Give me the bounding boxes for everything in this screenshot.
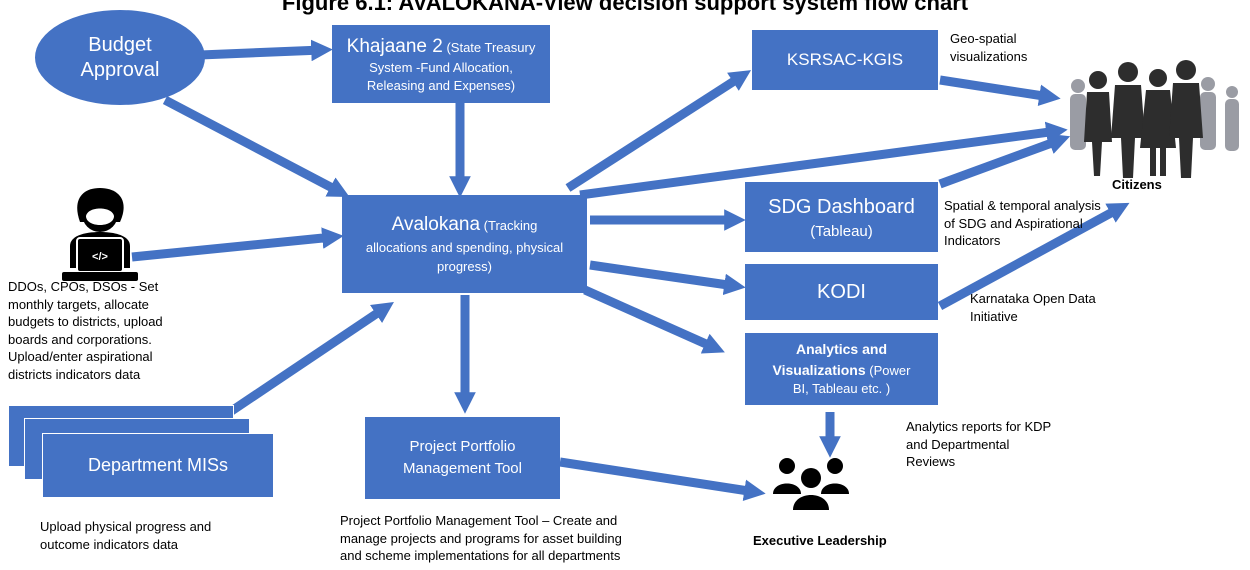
analytics-node: Analytics and Visualizations (Power BI, …: [745, 333, 938, 405]
avalokana-desc-part3: progress): [437, 258, 492, 274]
arrow-ksrsac-to-citizens: [939, 75, 1061, 107]
arrow-avalokana-to-ksrsac: [565, 70, 752, 192]
ppm-line1: Project Portfolio: [409, 437, 516, 455]
analytics-sub-part2: BI, Tableau etc. ): [792, 381, 891, 397]
ppm-tool-node: Project Portfolio Management Tool: [365, 417, 560, 499]
budget-approval-line2: Approval: [80, 58, 160, 81]
sdg-note-line: Spatial & temporal analysis: [944, 198, 1101, 213]
sdg-dashboard-name: SDG Dashboard: [768, 195, 915, 218]
arrow-budget-to-khajaane: [199, 39, 333, 62]
arrow-sdg-to-citizens: [938, 133, 1071, 189]
ddo-note-line: DDOs, CPOs, DSOs - Set: [8, 279, 159, 294]
sdg-note-line: Indicators: [944, 233, 1001, 249]
budget-approval-line1: Budget: [88, 33, 152, 56]
arrow-avalokana-to-citizens: [579, 121, 1068, 200]
ksrsac-kgis-name: KSRSAC-KGIS: [786, 49, 904, 69]
arrow-developer-to-avalokana: [131, 227, 344, 262]
figure-title: Figure 6.1: AVALOKANA-View decision supp…: [281, 0, 969, 15]
svg-text:</>: </>: [92, 251, 108, 263]
kodi-node: KODI: [745, 264, 938, 320]
avalokana-name: Avalokana: [391, 214, 481, 236]
ppm-line2: Management Tool: [403, 460, 522, 477]
dept-upload-line: outcome indicators data: [40, 536, 179, 552]
arrow-ppm-to-executive: [559, 457, 766, 502]
ddo-note: DDOs, CPOs, DSOs - Set monthly targets, …: [8, 278, 163, 383]
sdg-analysis-note: Spatial & temporal analysis of SDG and A…: [944, 197, 1144, 250]
arrow-budget-to-avalokana: [162, 96, 350, 198]
ddo-note-line: districts indicators data: [8, 366, 141, 382]
sdg-note-line: of SDG and Aspirational: [944, 215, 1083, 231]
ddo-note-line: budgets to districts, upload: [8, 314, 163, 330]
sdg-dashboard-sub: (Tableau): [810, 222, 873, 240]
analytics-reports-line: Reviews: [906, 454, 956, 470]
sdg-dashboard-node: SDG Dashboard (Tableau): [745, 182, 938, 252]
analytics-name-line1: Analytics and: [795, 340, 887, 357]
khajaane-name: Khajaane 2: [346, 35, 443, 57]
khajaane-desc-part3: Releasing and Expenses): [366, 77, 516, 93]
ppm-description-note: Project Portfolio Management Tool – Crea…: [340, 512, 622, 565]
ddo-note-line: boards and corporations.: [8, 331, 152, 347]
arrow-kodi-to-citizens: [937, 202, 1130, 310]
ppm-desc-line: manage projects and programs for asset b…: [340, 530, 622, 546]
avalokana-desc-part2: allocations and spending, physical: [365, 239, 564, 255]
arrow-avalokana-to-analytics: [583, 285, 725, 354]
ddo-note-line: monthly targets, allocate: [8, 296, 149, 312]
ppm-desc-line: and scheme implementations for all depar…: [340, 548, 621, 564]
analytics-sub-part1: (Power: [869, 362, 911, 378]
analytics-reports-line: and Departmental: [906, 436, 1010, 452]
arrow-mis-to-avalokana: [227, 301, 394, 416]
executive-leadership-label: Executive Leadership: [753, 533, 887, 548]
analytics-reports-line: Analytics reports for KDP: [906, 419, 1052, 434]
dept-upload-note: Upload physical progress and outcome ind…: [40, 518, 211, 553]
geo-note-line: visualizations: [950, 48, 1028, 64]
geo-spatial-note: Geo-spatial visualizations: [950, 30, 1027, 65]
dept-mis-node: Department MISs: [42, 433, 274, 498]
ddo-note-line: Upload/enter aspirational: [8, 349, 153, 365]
kodi-note-line: Initiative: [970, 308, 1018, 324]
kodi-full-note: Karnataka Open Data Initiative: [970, 290, 1096, 325]
analytics-reports-note: Analytics reports for KDP and Department…: [906, 418, 1051, 471]
geo-note-line: Geo-spatial: [950, 31, 1017, 46]
dept-mis-name: Department MISs: [87, 455, 229, 475]
analytics-name-line2: Visualizations: [772, 361, 866, 378]
dept-upload-line: Upload physical progress and: [40, 519, 212, 534]
khajaane-node: Khajaane 2 (State Treasury System -Fund …: [332, 25, 550, 103]
ksrsac-kgis-node: KSRSAC-KGIS: [752, 30, 938, 90]
avalokana-node: Avalokana (Tracking allocations and spen…: [342, 195, 587, 293]
kodi-note-line: Karnataka Open Data: [970, 291, 1096, 306]
budget-approval-node: Budget Approval: [35, 10, 205, 105]
avalokana-desc-part1: (Tracking: [483, 218, 538, 234]
arrow-avalokana-to-kodi: [589, 260, 746, 296]
kodi-name: KODI: [817, 281, 866, 303]
khajaane-desc-part2: System -Fund Allocation,: [369, 60, 513, 76]
ppm-desc-line: Project Portfolio Management Tool – Crea…: [340, 513, 618, 528]
khajaane-desc-part1: (State Treasury: [446, 39, 536, 55]
citizens-label: Citizens: [1112, 177, 1162, 192]
